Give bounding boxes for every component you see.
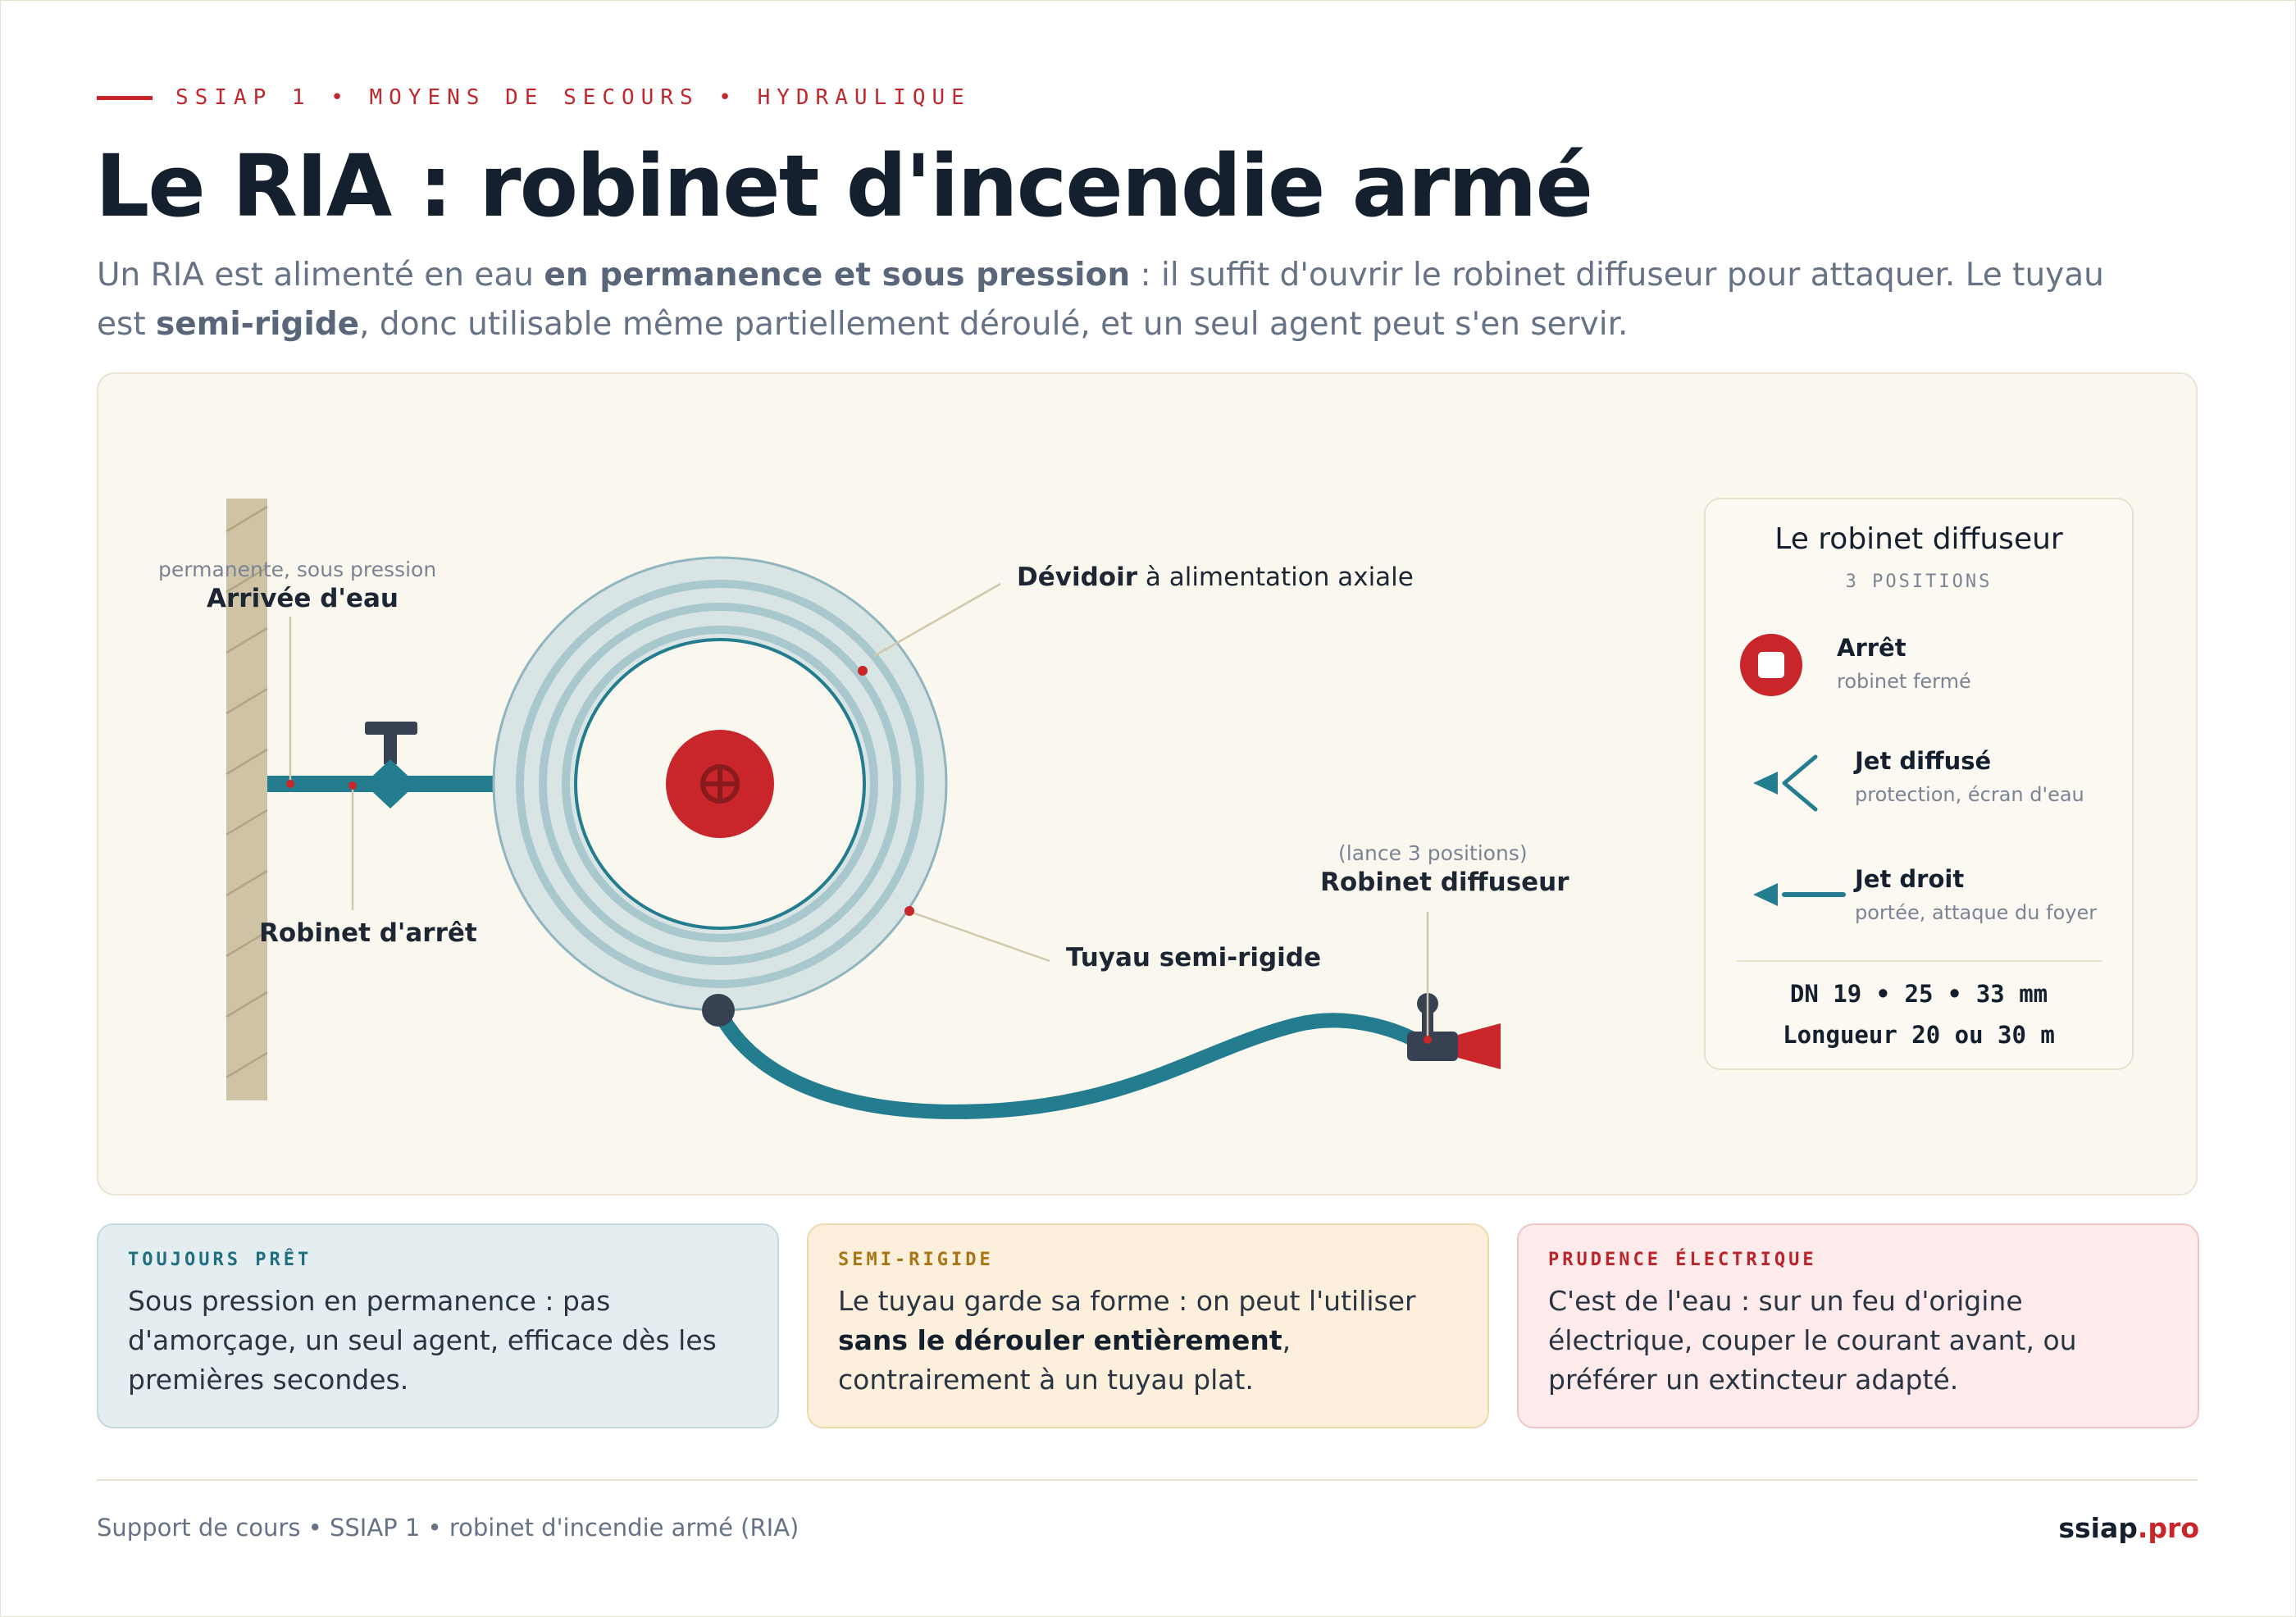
- devidoir-bold: Dévidoir: [1017, 563, 1137, 592]
- leader-dots: [286, 666, 1432, 1044]
- card-kicker: TOUJOURS PRÊT: [128, 1250, 312, 1270]
- legend-item-jet-diffuse-desc: protection, écran d'eau: [1855, 783, 2084, 806]
- page-title: Le RIA : robinet d'incendie armé: [95, 136, 1593, 236]
- legend-item-arret-desc: robinet fermé: [1837, 670, 1971, 693]
- legend-item-jet-droit-desc: portée, attaque du foyer: [1855, 901, 2098, 924]
- arrivee-label: Arrivée d'eau: [207, 584, 399, 613]
- stop-valve-icon: [364, 722, 417, 808]
- card-body: Le tuyau garde sa forme : on peut l'util…: [838, 1282, 1458, 1400]
- legend-item-jet-diffuse-label: Jet diffusé: [1855, 747, 1992, 775]
- robinet-diffuseur-sublabel: (lance 3 positions): [1338, 841, 1528, 865]
- tuyau-text: Tuyau semi-rigide: [1066, 943, 1322, 972]
- eyebrow-text: SSIAP 1 • MOYENS DE SECOURS • HYDRAULIQU…: [175, 85, 971, 110]
- intro-bold-1: en permanence et sous pression: [544, 257, 1131, 294]
- robinet-arret-label: Robinet d'arrêt: [259, 918, 477, 948]
- eyebrow-line: [97, 95, 153, 100]
- card-kicker: PRUDENCE ÉLECTRIQUE: [1548, 1250, 1817, 1270]
- hose-connector: [702, 994, 735, 1027]
- intro-text-2: : il suffit d'ouvrir le robinet diffuseu…: [97, 257, 2104, 343]
- card-body: Sous pression en permanence : pas d'amor…: [128, 1285, 717, 1396]
- brand-logo: ssiap.pro: [2058, 1512, 2199, 1544]
- eyebrow: SSIAP 1 • MOYENS DE SECOURS • HYDRAULIQU…: [97, 85, 971, 110]
- card-text-2: , contrairement à un tuyau plat.: [838, 1324, 1292, 1396]
- nozzle-legend: Le robinet diffuseur 3 POSITIONS Arrêt r…: [1704, 498, 2134, 1070]
- robinet-arret-text: Robinet d'arrêt: [259, 918, 477, 948]
- legend-title: Le robinet diffuseur: [1774, 522, 2063, 556]
- robinet-diffuseur-label: Robinet diffuseur: [1320, 868, 1569, 897]
- tuyau-label: Tuyau semi-rigide: [1066, 943, 1321, 972]
- nozzle-icon: [1407, 993, 1501, 1069]
- diffuse-jet-icon: [1753, 754, 1818, 812]
- leader-lines: [289, 582, 1429, 1040]
- footer-caption: Support de cours • SSIAP 1 • robinet d'i…: [97, 1514, 800, 1542]
- semi-rigid-hose: [711, 1003, 1433, 1119]
- reel-hub-icon: [666, 730, 774, 838]
- footer-rule: [97, 1479, 2198, 1481]
- card-prudence-electrique: PRUDENCE ÉLECTRIQUE C'est de l'eau : sur…: [1517, 1223, 2199, 1428]
- card-text-1: Le tuyau garde sa forme : on peut l'util…: [838, 1285, 1416, 1317]
- robinet-diffuseur-text: Robinet diffuseur: [1320, 868, 1569, 897]
- legend-item-arret-label: Arrêt: [1837, 634, 1906, 662]
- straight-jet-icon: [1753, 883, 1846, 906]
- legend-subtitle: 3 POSITIONS: [1845, 572, 1993, 592]
- intro-bold-2: semi-rigide: [156, 306, 360, 343]
- devidoir-label: Dévidoir à alimentation axiale: [1017, 563, 1414, 592]
- card-semi-rigide: SEMI-RIGIDE Le tuyau garde sa forme : on…: [807, 1223, 1489, 1428]
- legend-separator: [1737, 960, 2102, 962]
- arrivee-sublabel: permanente, sous pression: [158, 558, 437, 581]
- intro-paragraph: Un RIA est alimenté en eau en permanence…: [97, 251, 2147, 349]
- intro-text-1: Un RIA est alimenté en eau: [97, 257, 544, 294]
- card-bold: sans le dérouler entièrement: [838, 1324, 1282, 1356]
- intro-text-3: , donc utilisable même partiellement dér…: [359, 306, 1629, 343]
- card-kicker: SEMI-RIGIDE: [838, 1250, 994, 1270]
- legend-spec-length: Longueur 20 ou 30 m: [1783, 1021, 2055, 1049]
- brand-accent: .pro: [2137, 1512, 2199, 1544]
- stop-icon: [1740, 634, 1802, 696]
- card-body: C'est de l'eau : sur un feu d'origine él…: [1548, 1285, 2077, 1396]
- arrivee-label-text: Arrivée d'eau: [207, 584, 399, 613]
- brand-name: ssiap: [2058, 1512, 2138, 1544]
- wall: [226, 499, 268, 1100]
- card-toujours-pret: TOUJOURS PRÊT Sous pression en permanenc…: [97, 1223, 779, 1428]
- legend-spec-dn: DN 19 • 25 • 33 mm: [1789, 980, 2048, 1008]
- devidoir-rest: à alimentation axiale: [1137, 563, 1414, 592]
- legend-item-jet-droit-label: Jet droit: [1855, 865, 1965, 893]
